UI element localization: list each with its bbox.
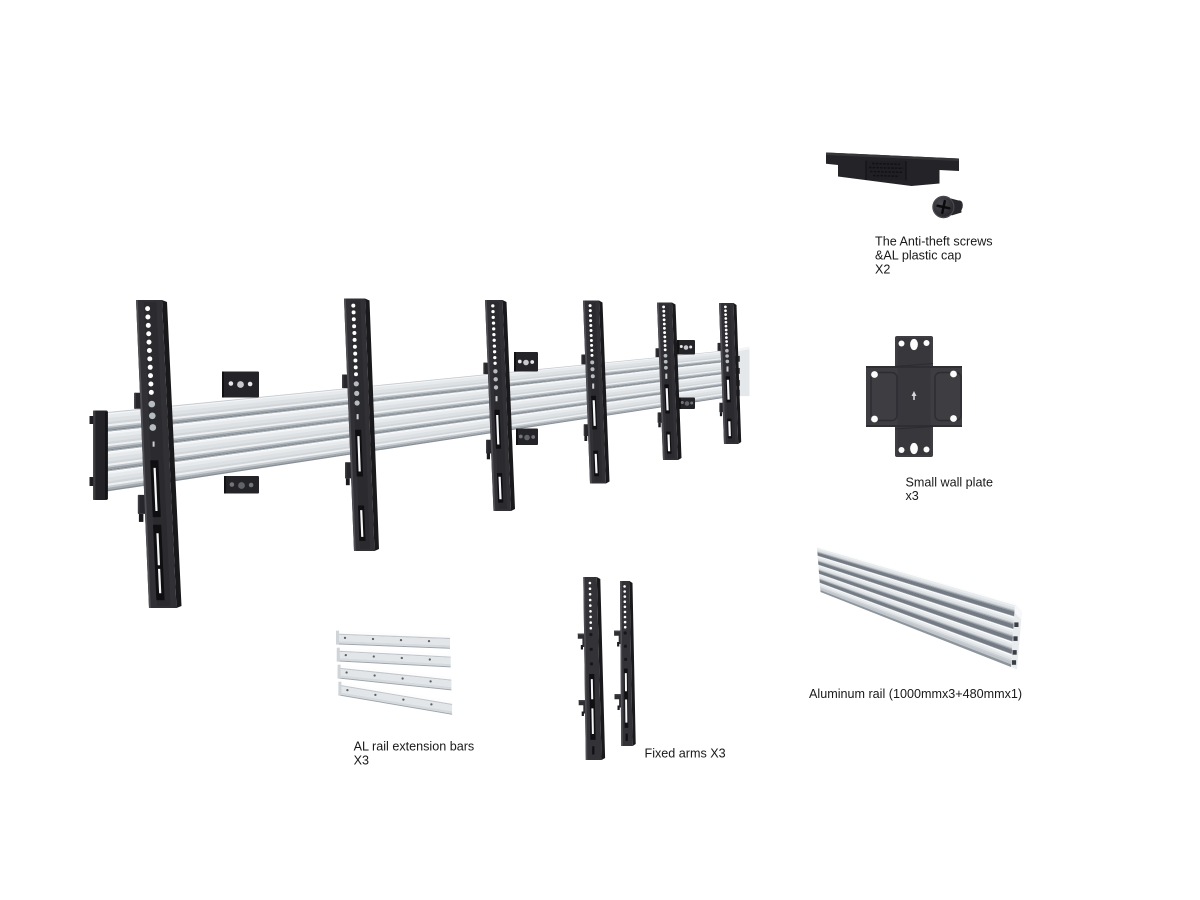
svg-text:X3: X3 — [354, 754, 369, 768]
svg-text:Fixed arms X3: Fixed arms X3 — [645, 747, 726, 761]
svg-text:AL rail extension bars: AL rail extension bars — [354, 740, 475, 754]
svg-text:X2: X2 — [875, 263, 890, 277]
svg-text:Small wall plate: Small wall plate — [906, 476, 994, 490]
svg-text:x3: x3 — [906, 489, 919, 503]
svg-text:&AL plastic cap: &AL plastic cap — [875, 249, 961, 263]
svg-text:The Anti-theft screws: The Anti-theft screws — [875, 235, 993, 249]
svg-text:Aluminum rail (1000mmx3+480mmx: Aluminum rail (1000mmx3+480mmx1) — [809, 687, 1022, 701]
